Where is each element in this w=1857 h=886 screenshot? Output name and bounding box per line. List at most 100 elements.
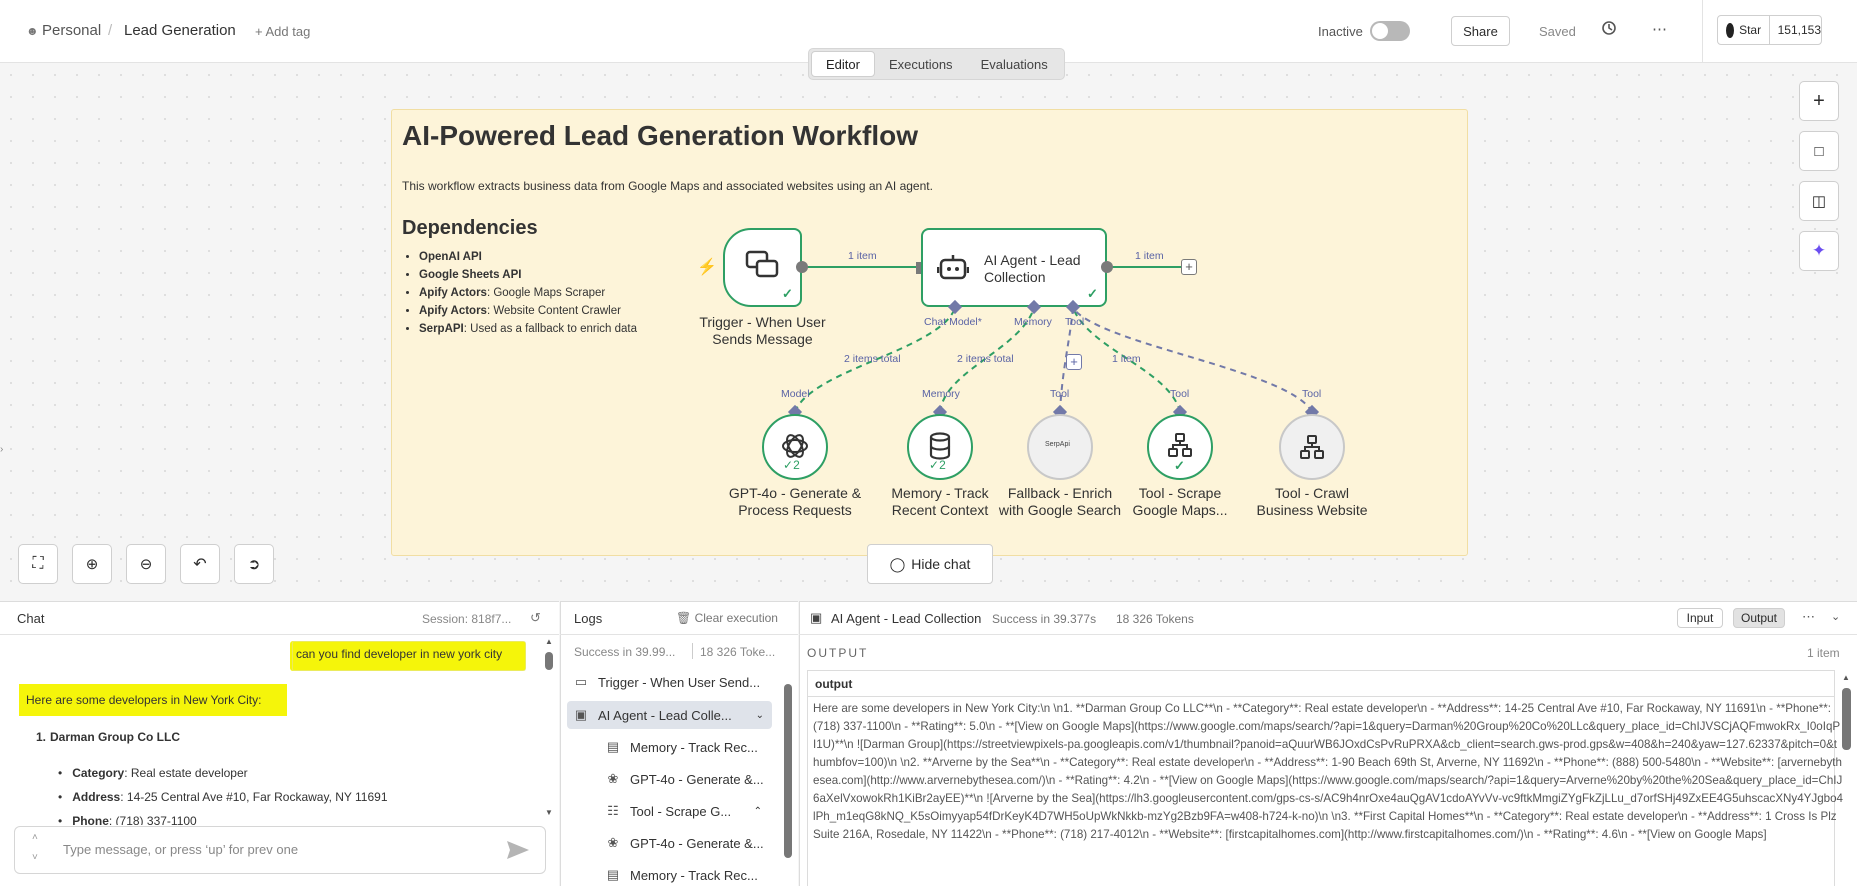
chat-scroll-down-icon[interactable]: ▼ — [545, 808, 553, 817]
tool-input-label: Tool — [1170, 388, 1190, 400]
network-icon: ☷ — [607, 803, 619, 818]
history-down-icon[interactable]: ˅ — [32, 852, 38, 863]
chat-input-box[interactable] — [14, 826, 546, 874]
saved-status: Saved — [1539, 24, 1576, 39]
log-item-memory[interactable]: ▤Memory - Track Rec... — [605, 733, 770, 761]
output-scrollbar[interactable] — [1842, 688, 1851, 750]
clear-execution-label: Clear execution — [694, 611, 778, 625]
logs-scrollbar[interactable] — [784, 684, 792, 858]
tab-evaluations[interactable]: Evaluations — [980, 56, 1048, 72]
bot-intro-message: Here are some developers in New York Cit… — [26, 693, 262, 707]
more-options-icon[interactable]: ⋯ — [1652, 21, 1668, 38]
scrape-node[interactable] — [1147, 414, 1213, 480]
log-item-label: Memory - Track Rec... — [630, 867, 758, 883]
agent-input-port[interactable] — [916, 262, 921, 274]
dependency-item: Apify Actors: Google Maps Scraper — [419, 287, 637, 305]
output-table — [807, 670, 1835, 886]
ai-assistant-button[interactable]: ✦ — [1799, 231, 1839, 271]
panel-icon: ◫ — [1811, 193, 1827, 210]
breadcrumb-project[interactable]: Personal — [42, 22, 102, 39]
logs-panel-title: Logs — [574, 611, 603, 626]
status-label: Inactive — [1318, 24, 1363, 39]
log-item-trigger[interactable]: ▭Trigger - When User Send... — [573, 668, 779, 696]
tidy-up-button[interactable]: ➲ — [234, 544, 274, 584]
log-item-scrape[interactable]: ☷Tool - Scrape G...⌃ — [605, 797, 770, 825]
log-item-gpt[interactable]: ❀GPT-4o - Generate &... — [605, 829, 770, 857]
history-icon[interactable] — [1600, 19, 1618, 40]
bot-list-detail: • Phone: (718) 337-1100 — [58, 814, 197, 825]
undo-button[interactable]: ↶ — [180, 544, 220, 584]
output-section-label: OUTPUT — [807, 646, 869, 660]
github-divider — [1769, 16, 1770, 44]
zoom-out-button[interactable]: ⊖ — [126, 544, 166, 584]
github-star-button[interactable]: Star 151,153 — [1717, 15, 1822, 45]
connection-crawl — [1072, 307, 1313, 413]
add-tool-plus-icon[interactable]: + — [1066, 354, 1082, 370]
output-scroll-up-icon[interactable]: ▲ — [1842, 673, 1850, 682]
github-star-count: 151,153 — [1777, 23, 1821, 37]
output-item-count: 1 item — [1807, 646, 1840, 660]
workflow-name[interactable]: Lead Generation — [124, 22, 236, 39]
add-tag-button[interactable]: + Add tag — [255, 24, 311, 39]
chat-input-placeholder: Type message, or press ‘up’ for prev one — [63, 842, 299, 857]
add-node-button[interactable]: + — [1799, 81, 1839, 121]
memory-node[interactable] — [907, 414, 973, 480]
github-icon — [1726, 22, 1735, 38]
connection-scrape — [1072, 307, 1181, 413]
chat-model-handle-label: Chat Model* — [924, 316, 982, 328]
robot-icon — [937, 255, 969, 280]
zoom-in-button[interactable]: ⊕ — [72, 544, 112, 584]
plus-icon: + — [1813, 89, 1825, 112]
share-button[interactable]: Share — [1451, 16, 1510, 46]
robot-icon: ▣ — [574, 707, 588, 722]
log-item-agent[interactable]: ▣AI Agent - Lead Colle...⌄ — [567, 701, 772, 729]
toggle-panel-button[interactable]: ◫ — [1799, 181, 1839, 221]
robot-icon: ▣ — [810, 610, 823, 625]
history-up-icon[interactable]: ˄ — [32, 832, 38, 843]
reset-session-icon[interactable]: ↺ — [530, 610, 541, 625]
tab-executions[interactable]: Executions — [888, 56, 953, 72]
user-message-box — [292, 641, 526, 671]
chat-scrollbar[interactable] — [545, 652, 553, 670]
trigger-output-port[interactable] — [796, 261, 808, 273]
undo-icon: ↶ — [193, 556, 207, 573]
bot-list-number: 1. — [36, 730, 47, 744]
tool-item-count: 1 item — [1112, 353, 1141, 365]
trigger-node-label: Trigger - When User Sends Message — [699, 314, 826, 347]
zoom-out-icon: ⊖ — [139, 556, 153, 573]
gpt-node[interactable] — [762, 414, 828, 480]
github-star-label: Star — [1739, 23, 1762, 37]
log-item-memory[interactable]: ▤Memory - Track Rec... — [605, 861, 770, 886]
agent-output-port[interactable] — [1101, 261, 1113, 273]
hide-chat-button[interactable]: ◯Hide chat — [867, 544, 993, 584]
gpt-node-label: GPT-4o - Generate & Process Requests — [728, 485, 862, 518]
send-icon[interactable] — [506, 840, 530, 860]
output-status: Success in 39.377s — [992, 612, 1097, 626]
sticky-note-icon: □ — [1814, 142, 1824, 160]
dependencies-heading: Dependencies — [402, 217, 538, 239]
clear-execution-button[interactable]: 🗑 Clear execution — [676, 611, 778, 625]
chevron-down-icon[interactable]: ⌄ — [755, 709, 764, 721]
crawl-node-label: Tool - Crawl Business Website — [1256, 485, 1368, 518]
chevron-up-icon[interactable]: ⌃ — [753, 805, 762, 817]
activate-toggle[interactable] — [1370, 21, 1410, 41]
collapse-panel-icon[interactable]: ⌄ — [1831, 611, 1841, 623]
scrape-node-label: Tool - Scrape Google Maps... — [1132, 485, 1228, 518]
sticky-note[interactable]: AI-Powered Lead Generation Workflow This… — [391, 109, 1468, 556]
chat-icon — [745, 250, 779, 278]
log-item-gpt[interactable]: ❀GPT-4o - Generate &... — [605, 765, 770, 793]
output-header-divider — [799, 634, 1857, 635]
add-sticky-button[interactable]: □ — [1799, 131, 1839, 171]
input-view-button[interactable]: Input — [1677, 608, 1723, 628]
chat-scroll-up-icon[interactable]: ▲ — [545, 637, 553, 646]
memory-run-count: ✓2 — [929, 458, 946, 472]
success-check-icon: ✓ — [782, 286, 793, 301]
output-view-button[interactable]: Output — [1733, 608, 1785, 628]
fit-view-button[interactable]: ⛶ — [18, 544, 58, 584]
tab-editor[interactable]: Editor — [811, 51, 875, 77]
serp-node[interactable] — [1027, 414, 1093, 480]
user-message-bubble — [290, 641, 526, 671]
collapse-sidebar-icon[interactable]: › — [0, 444, 4, 455]
add-node-plus-icon[interactable]: + — [1181, 259, 1197, 275]
output-more-icon[interactable]: ⋯ — [1802, 609, 1815, 624]
